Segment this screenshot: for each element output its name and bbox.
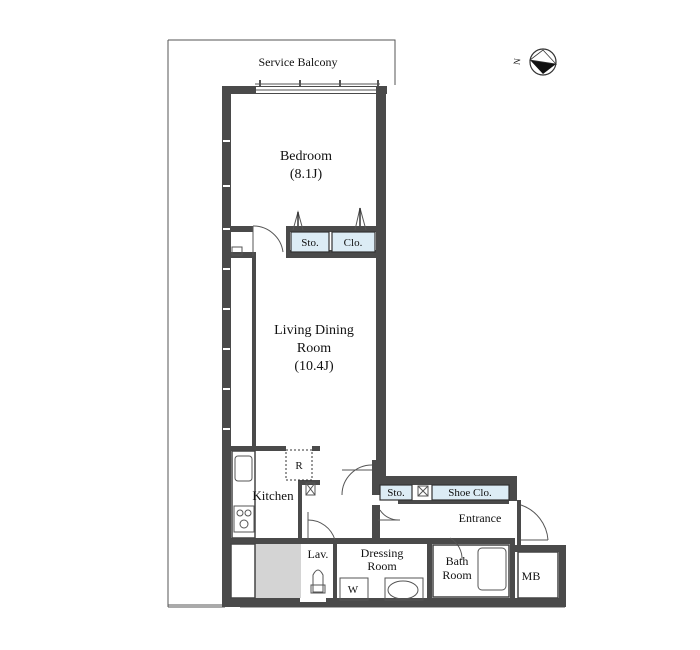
interior-walls — [231, 226, 515, 600]
label-bath-line1: Bath — [446, 554, 469, 568]
label-living-line1: Living Dining — [274, 323, 354, 338]
label-service-balcony: Service Balcony — [259, 55, 338, 69]
label-washer: W — [348, 584, 359, 596]
doors — [252, 225, 549, 561]
bathtub — [432, 544, 510, 598]
label-refrigerator: R — [295, 460, 303, 472]
storage-shelf — [230, 543, 256, 599]
label-bedroom: Bedroom — [280, 149, 332, 164]
refrigerator-space — [285, 449, 313, 481]
meter-box — [517, 551, 559, 599]
floor-shaded-area — [255, 544, 301, 598]
closet-doors — [292, 207, 367, 231]
label-clo-bedroom: Clo. — [344, 237, 363, 249]
label-shoe-clo: Shoe Clo. — [448, 487, 492, 499]
storage-sto-bedroom — [290, 231, 330, 253]
label-sto-entrance: Sto. — [387, 487, 405, 499]
label-lav: Lav. — [308, 547, 329, 561]
compass-north-label: N — [512, 57, 523, 66]
label-bath-line2: Room — [442, 568, 472, 582]
label-bedroom-size: (8.1J) — [290, 167, 323, 182]
kitchen-fixtures — [231, 449, 313, 539]
exterior-walls — [222, 86, 566, 607]
label-living-line2: Room — [297, 341, 331, 356]
storage-clo-bedroom — [331, 231, 376, 253]
label-entrance: Entrance — [459, 511, 502, 525]
label-sto-bedroom: Sto. — [301, 237, 319, 249]
storage-units — [231, 231, 510, 501]
storage-shoe-clo — [431, 484, 510, 501]
label-dressing-line1: Dressing — [361, 546, 404, 560]
label-mb: MB — [522, 569, 541, 583]
compass — [529, 48, 558, 76]
lavatory-fixtures — [310, 569, 424, 601]
label-dressing-line2: Room — [367, 559, 397, 573]
storage-sto-entrance — [379, 484, 413, 501]
label-living-size: (10.4J) — [294, 359, 334, 374]
label-kitchen: Kitchen — [252, 488, 294, 503]
compass-needle-icon — [530, 60, 556, 74]
labels: Service Balcony Bedroom (8.1J) Living Di… — [252, 55, 540, 596]
